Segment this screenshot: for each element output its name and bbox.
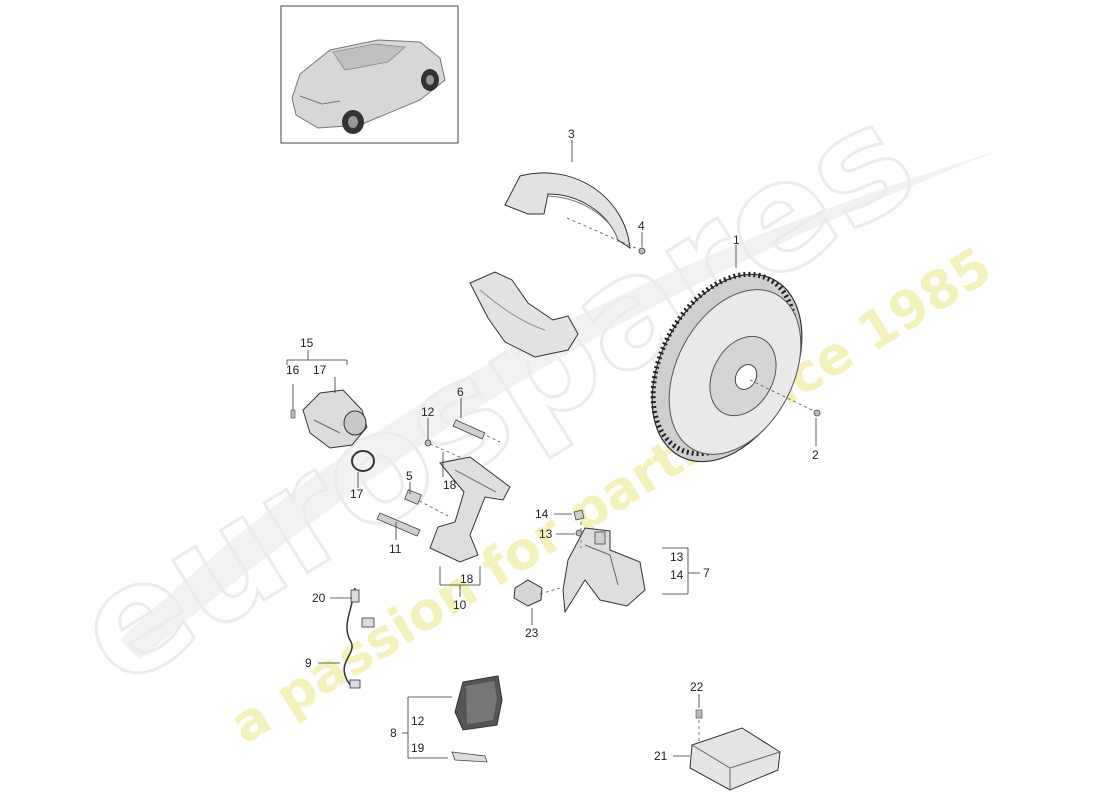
callout-15: 15 (300, 336, 314, 350)
control-unit (689, 727, 781, 791)
callout-9: 9 (305, 656, 312, 670)
callout-14a: 14 (535, 507, 549, 521)
callout-13a: 13 (539, 527, 553, 541)
callout-7: 7 (703, 566, 710, 580)
callout-4: 4 (638, 219, 645, 233)
callout-10: 10 (453, 598, 467, 612)
callout-12b: 12 (411, 714, 425, 728)
guide-bolt-11 (376, 512, 421, 537)
brake-caliper (562, 527, 646, 614)
shield-bolt (638, 247, 646, 255)
callout-22: 22 (690, 680, 704, 694)
callout-8: 8 (390, 726, 397, 740)
disc-screw (813, 409, 821, 417)
pad-spring (451, 751, 488, 763)
guide-bushing-5 (404, 489, 422, 505)
callout-labels: 1 2 3 4 15 16 17 17 6 12 18 5 11 18 10 1… (286, 127, 819, 763)
callout-11: 11 (389, 542, 402, 556)
bleed-cap-14 (573, 509, 585, 521)
caliper-carrier (429, 456, 511, 563)
bleed-valve-13 (575, 529, 583, 537)
car-icon (291, 39, 446, 134)
callout-18a: 18 (443, 478, 457, 492)
callout-1: 1 (733, 233, 740, 247)
callout-21: 21 (654, 749, 668, 763)
vehicle-thumbnail (280, 5, 459, 144)
callout-17a: 17 (313, 363, 327, 377)
brake-disc (650, 271, 803, 463)
control-unit-screw (695, 709, 703, 719)
carrier-bolt-6 (452, 419, 486, 440)
leader-lines (286, 140, 817, 759)
callout-3: 3 (568, 127, 575, 141)
callout-16: 16 (286, 363, 300, 377)
callout-5: 5 (406, 469, 413, 483)
callout-14b: 14 (670, 568, 684, 582)
callout-20: 20 (312, 591, 326, 605)
carrier-screw-12 (424, 439, 432, 447)
caliper-piston (513, 579, 543, 607)
callout-13b: 13 (670, 550, 684, 564)
callout-18b: 18 (460, 572, 474, 586)
brake-dust-shield (469, 172, 631, 358)
parking-brake-motor (302, 389, 368, 449)
brake-pads (454, 675, 503, 731)
watermark: eurospares a passion for parts since 198… (45, 69, 1002, 756)
motor-screw (290, 409, 296, 419)
callout-2: 2 (812, 448, 819, 462)
o-ring (351, 450, 375, 472)
callout-6: 6 (457, 385, 464, 399)
callout-19: 19 (411, 741, 425, 755)
wear-sensor (343, 587, 375, 689)
callout-12a: 12 (421, 405, 435, 419)
callout-23: 23 (525, 626, 539, 640)
callout-17b: 17 (350, 487, 364, 501)
